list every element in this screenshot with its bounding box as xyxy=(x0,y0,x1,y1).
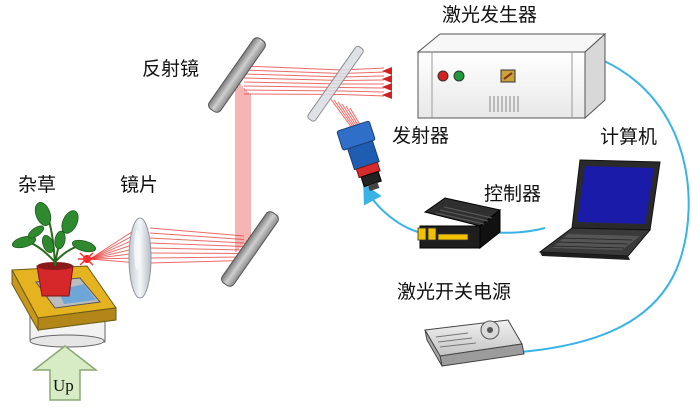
laser-beam-ray xyxy=(329,97,353,129)
label-laser-switch-power: 激光开关电源 xyxy=(397,281,512,303)
label-lens: 镜片 xyxy=(120,174,159,196)
laser-beam-ray xyxy=(89,227,139,260)
weed-plant xyxy=(11,202,97,267)
laser-beam-ray xyxy=(89,232,139,260)
label-up: Up xyxy=(53,376,74,395)
label-weed: 杂草 xyxy=(18,174,57,196)
laser-beam-ray xyxy=(243,69,343,74)
laser-beam-ray xyxy=(243,81,343,85)
up-arrow-icon xyxy=(31,345,99,401)
laser-beam-ray xyxy=(243,85,343,88)
cable-controller-to-emitter xyxy=(363,183,419,233)
laser-beam-ray xyxy=(243,73,343,78)
cable-laser-to-psu xyxy=(519,59,690,353)
laser-beam-ray xyxy=(341,90,385,93)
laser-beam-ray xyxy=(149,232,245,240)
label-emitter: 发射器 xyxy=(392,125,450,147)
label-computer: 计算机 xyxy=(600,126,658,148)
power-supply xyxy=(424,319,525,367)
controller-device xyxy=(417,197,502,250)
label-mirror: 反射镜 xyxy=(142,58,200,80)
laser-hit-spot xyxy=(78,252,96,266)
laser-beam-ray xyxy=(243,65,343,71)
label-laser-generator: 激光发生器 xyxy=(442,4,538,26)
emitter-head xyxy=(336,120,382,192)
laser-beam-ray xyxy=(341,87,385,89)
power-button-red-icon xyxy=(437,70,449,82)
beam-splitter xyxy=(307,45,364,122)
laptop-screen xyxy=(577,166,654,224)
lens xyxy=(128,217,152,299)
laser-beam-ray xyxy=(149,247,245,251)
laser-beam-ray xyxy=(149,242,245,247)
laser-beam-ray xyxy=(341,103,359,129)
laser-beam-ray xyxy=(341,94,385,97)
label-controller: 控制器 xyxy=(484,183,542,205)
laptop xyxy=(538,159,661,260)
power-button-green-icon xyxy=(453,70,465,82)
laser-beam-ray xyxy=(341,79,385,81)
mirror-bottom xyxy=(221,211,279,287)
laser-beam-ray xyxy=(149,256,245,259)
mirror-top-left xyxy=(208,37,266,113)
plant-pot xyxy=(36,262,74,297)
laser-generator xyxy=(382,32,607,120)
laser-beam-ray xyxy=(149,237,245,244)
laser-beam-ray xyxy=(149,252,245,254)
laser-beam-ray xyxy=(149,260,245,264)
laser-beam-ray xyxy=(243,77,343,81)
laser-beam-ray xyxy=(337,101,357,129)
laser-beam-ray xyxy=(333,99,355,129)
laser-beam-ray xyxy=(341,75,385,78)
laser-beam-ray xyxy=(149,227,245,237)
laser-beams xyxy=(89,65,385,264)
